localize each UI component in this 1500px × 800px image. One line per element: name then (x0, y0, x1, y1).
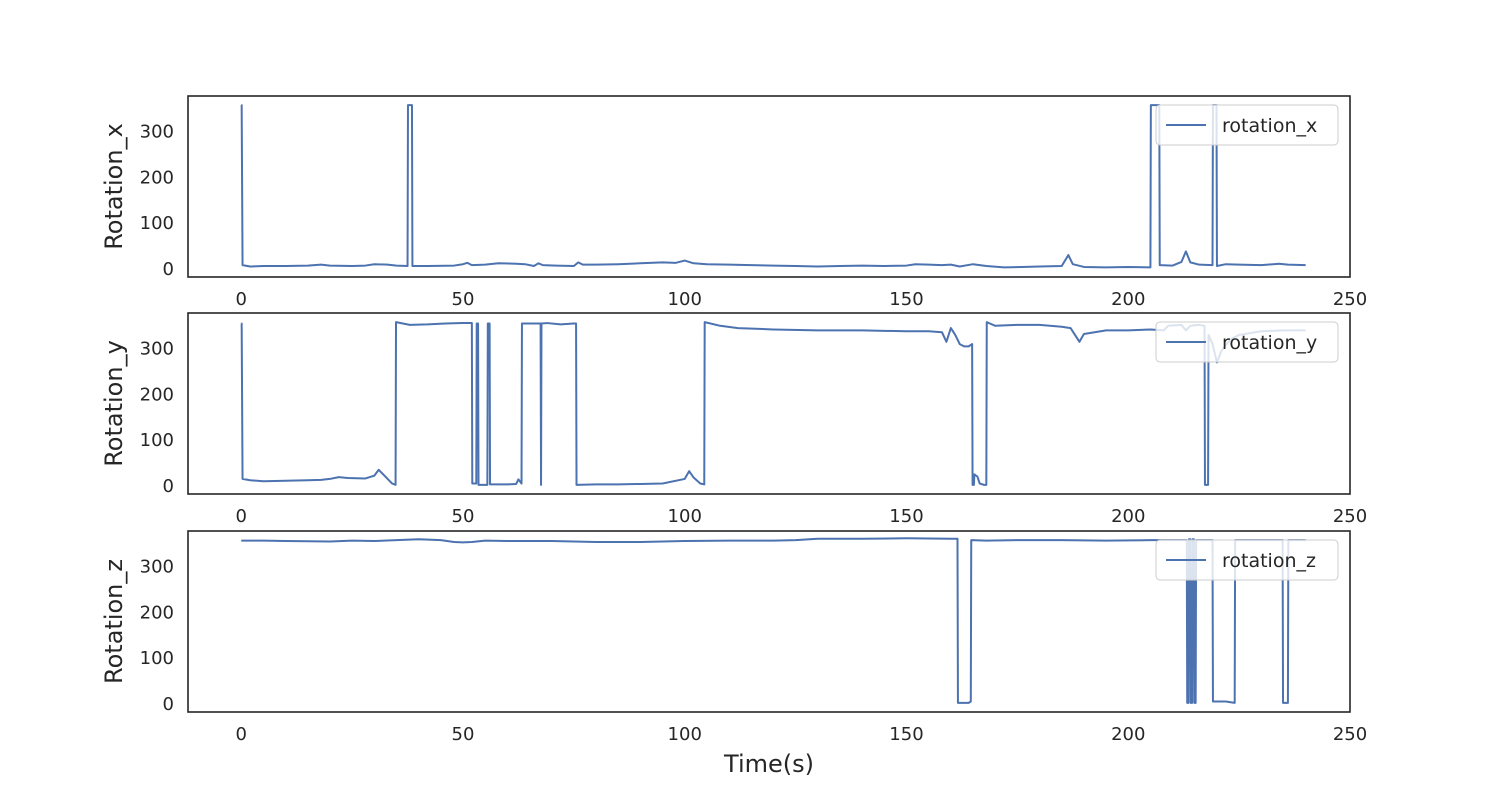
legend-box (1155, 321, 1339, 363)
x-tick-label: 100 (668, 289, 702, 310)
x-tick-label: 100 (668, 506, 702, 527)
y-tick-label: 300 (140, 557, 174, 578)
x-tick-label: 200 (1111, 506, 1145, 527)
series-line-rotation_x (240, 104, 1306, 269)
y-tick-label: 0 (163, 476, 174, 497)
x-tick-label: 200 (1111, 289, 1145, 310)
y-tick-label: 0 (163, 694, 174, 715)
plot-frame (187, 530, 1351, 713)
y-axis-title: Rotation_x (100, 123, 128, 250)
series-line-rotation_y (240, 321, 1306, 486)
legend-box (1155, 539, 1339, 581)
subplot-1: 0 100 200 300 0 50 100 150 200 250 Rotation_x rotat… (100, 95, 1367, 310)
x-tick-label: 50 (452, 289, 475, 310)
x-tick-label: 0 (235, 506, 246, 527)
legend: rotation_z (1155, 539, 1339, 581)
legend-box (1155, 104, 1339, 146)
x-tick-label: 200 (1111, 724, 1145, 745)
x-tick-label: 150 (889, 506, 923, 527)
series-line-rotation_z (241, 537, 1306, 704)
x-tick-label: 0 (235, 724, 246, 745)
y-tick-label: 200 (140, 602, 174, 623)
legend-label: rotation_y (1222, 332, 1317, 354)
plot-frame (187, 95, 1351, 278)
y-tick-label: 100 (140, 648, 174, 669)
y-tick-label: 100 (140, 213, 174, 234)
y-tick-label: 300 (140, 339, 174, 360)
legend-label: rotation_x (1222, 115, 1317, 137)
x-tick-label: 0 (235, 289, 246, 310)
x-tick-label: 50 (452, 724, 475, 745)
y-tick-label: 300 (140, 122, 174, 143)
x-axis-title: Time(s) (723, 750, 814, 778)
x-tick-label: 250 (1333, 506, 1367, 527)
y-tick-label: 200 (140, 384, 174, 405)
x-tick-label: 150 (889, 289, 923, 310)
subplot-2: 0 100 200 300 0 50 100 150 200 250 Rotation_y rotat… (100, 312, 1367, 527)
y-tick-label: 100 (140, 430, 174, 451)
subplot-3: 0 100 200 300 0 50 100 150 200 250 Rotation_zTime(… (100, 530, 1367, 778)
y-axis-title: Rotation_z (100, 559, 128, 684)
x-tick-label: 250 (1333, 724, 1367, 745)
x-tick-label: 150 (889, 724, 923, 745)
x-tick-label: 250 (1333, 289, 1367, 310)
plot-frame (187, 312, 1351, 495)
legend-label: rotation_z (1222, 550, 1316, 572)
x-tick-label: 50 (452, 506, 475, 527)
y-tick-label: 200 (140, 167, 174, 188)
legend: rotation_y (1155, 321, 1339, 363)
y-axis-title: Rotation_y (100, 340, 128, 467)
legend: rotation_x (1155, 104, 1339, 146)
x-tick-label: 100 (668, 724, 702, 745)
y-tick-label: 0 (163, 259, 174, 280)
